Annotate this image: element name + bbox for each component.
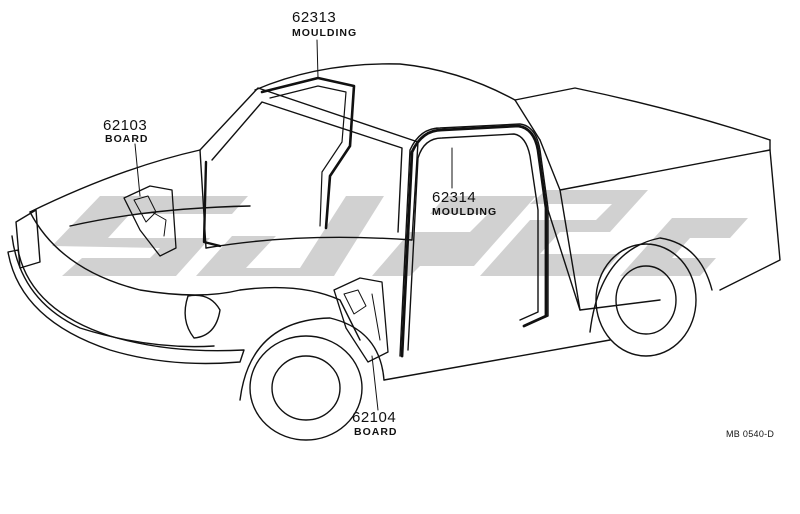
bed-rail — [719, 139, 781, 291]
part-number-62103: 62103 — [103, 117, 148, 134]
bed-top-front — [514, 87, 771, 141]
leader-62103 — [134, 143, 141, 197]
door-moulding — [400, 124, 548, 358]
windshield-moulding — [260, 76, 356, 230]
front-wheel-arch — [239, 317, 385, 401]
board-62104 — [333, 277, 389, 363]
diagram-code: MB 0540-D — [726, 429, 775, 439]
front-rim — [271, 355, 341, 421]
windshield-outer — [199, 87, 419, 241]
part-name-62103: BOARD — [105, 133, 149, 145]
part-name-62314: MOULDING — [432, 206, 498, 218]
door-outline — [399, 123, 549, 357]
front-fascia — [11, 235, 215, 348]
front-bumper — [7, 249, 245, 365]
hood-center-line — [69, 205, 251, 227]
cab-roof — [254, 63, 516, 101]
rocker-panel — [383, 339, 611, 381]
part-name-62313: MOULDING — [292, 27, 358, 39]
bed-side-top — [559, 149, 771, 191]
part-number-62104: 62104 — [352, 409, 397, 426]
hood-rear-edge — [205, 236, 413, 249]
part-number-62314: 62314 — [432, 189, 477, 206]
windshield-inner — [211, 101, 403, 233]
rear-tire — [595, 243, 697, 357]
leader-62313 — [316, 39, 319, 79]
part-number-62313: 62313 — [292, 9, 337, 26]
leader-62104 — [371, 355, 379, 411]
cab-rear-roof-edge — [514, 99, 541, 141]
part-name-62104: BOARD — [354, 426, 398, 438]
front-tire — [249, 335, 363, 441]
hood-top — [29, 149, 201, 213]
rear-wheel-arch — [589, 237, 713, 333]
hood-front-edge — [29, 211, 241, 296]
bed-side — [547, 209, 661, 311]
headlight — [184, 294, 221, 339]
board-62103 — [123, 185, 177, 257]
door-inner — [407, 133, 539, 351]
rear-rim — [615, 265, 677, 335]
